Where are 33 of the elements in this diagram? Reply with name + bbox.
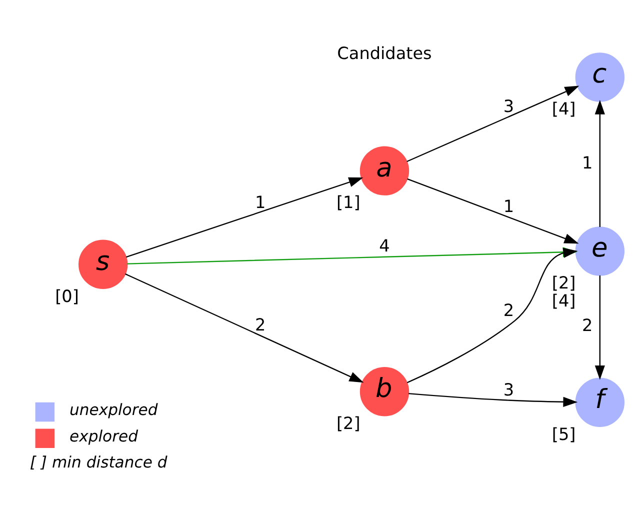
node-circle: f [575,377,624,426]
node-label: [4] [552,98,576,118]
node-circle: b [360,366,410,416]
node-label: [4] [552,290,576,310]
arrow [406,85,580,162]
node-circle: a [360,146,410,195]
node-label: [0] [55,285,79,306]
node-circle: s [78,239,128,288]
node-circle: e [575,226,624,276]
arrow [594,99,605,226]
edge-label: 2 [503,300,514,320]
node-label: [2] [336,412,360,433]
node-label: [1] [336,192,360,212]
node-label: [2] [552,272,576,292]
edge-label: 1 [503,195,514,216]
edge-label: 4 [379,234,390,255]
edge-label: 3 [503,96,514,116]
node-label: [5] [552,423,576,444]
legend-label: explored [70,426,138,445]
label: Candidates [337,42,432,62]
arrow [125,272,364,382]
arrow [407,178,579,244]
arrow [594,274,605,380]
legend-label: [ ] min distance d [30,453,168,472]
edge-label: 2 [254,314,266,334]
arrow [126,176,364,258]
legend-label: unexplored [70,400,158,418]
edge-label: 3 [503,378,514,399]
arrow [408,392,578,406]
edge-label: 1 [254,192,266,212]
edge-label: 2 [582,314,593,335]
node-circle: c [575,52,624,102]
edge-label: 1 [582,152,593,172]
